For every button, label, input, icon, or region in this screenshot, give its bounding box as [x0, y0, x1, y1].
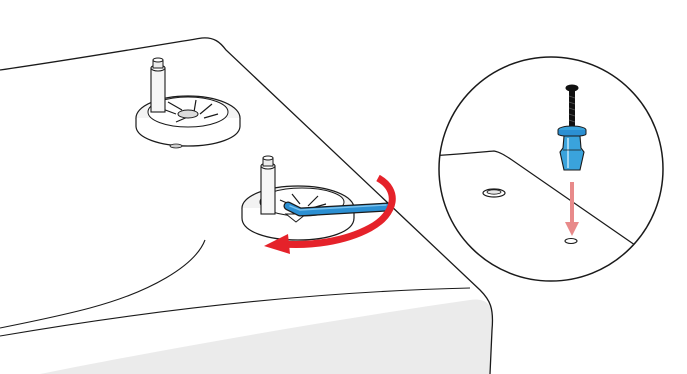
- spool-holder-icon: [135, 57, 241, 149]
- hex-key-icon: [283, 201, 393, 217]
- detail-zoom-circle: [438, 56, 664, 282]
- rotate-clockwise-arrow-icon: [264, 174, 396, 254]
- insert-down-arrow-icon: [565, 182, 579, 236]
- screw-anchor-icon: [557, 84, 587, 171]
